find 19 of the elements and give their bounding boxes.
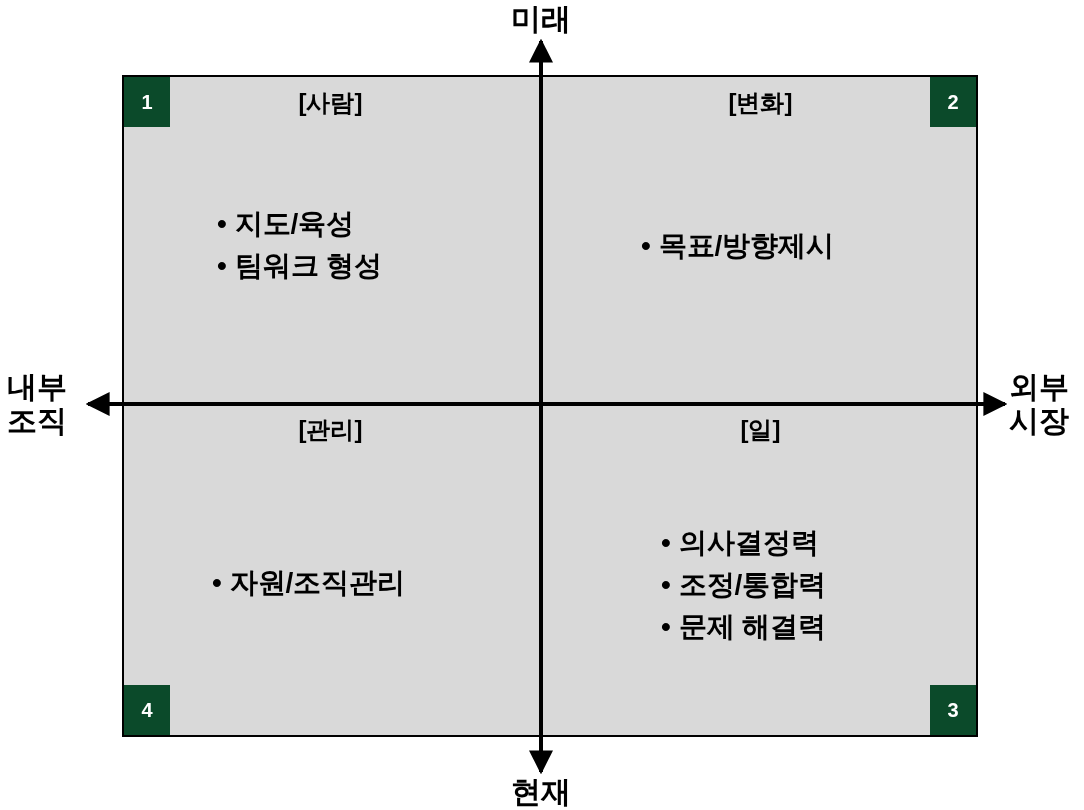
axis-label: 내부 조직 <box>6 370 68 438</box>
bullet-item: • 목표/방향제시 <box>641 229 835 263</box>
bullet-item: • 의사결정력 <box>661 526 820 560</box>
bullet-item: • 팀워크 형성 <box>217 249 383 283</box>
quadrant-number: 2 <box>930 77 976 127</box>
bullet-item: • 자원/조직관리 <box>212 566 406 600</box>
axis-label: 미래 <box>510 2 572 36</box>
bullet-item: • 조정/통합력 <box>661 568 827 602</box>
bullet-item: • 문제 해결력 <box>661 610 827 644</box>
axis-label: 외부 시장 <box>1008 370 1070 438</box>
quadrant-number: 1 <box>124 77 170 127</box>
quadrant-heading: [일] <box>740 416 781 444</box>
quadrant-heading: [사람] <box>298 89 363 117</box>
quadrant-number: 4 <box>124 685 170 735</box>
bullet-item: • 지도/육성 <box>217 207 356 241</box>
axis-label: 현재 <box>510 775 572 809</box>
quadrant-heading: [관리] <box>298 416 363 444</box>
quadrant-heading: [변화] <box>728 89 793 117</box>
quadrant-number: 3 <box>930 685 976 735</box>
